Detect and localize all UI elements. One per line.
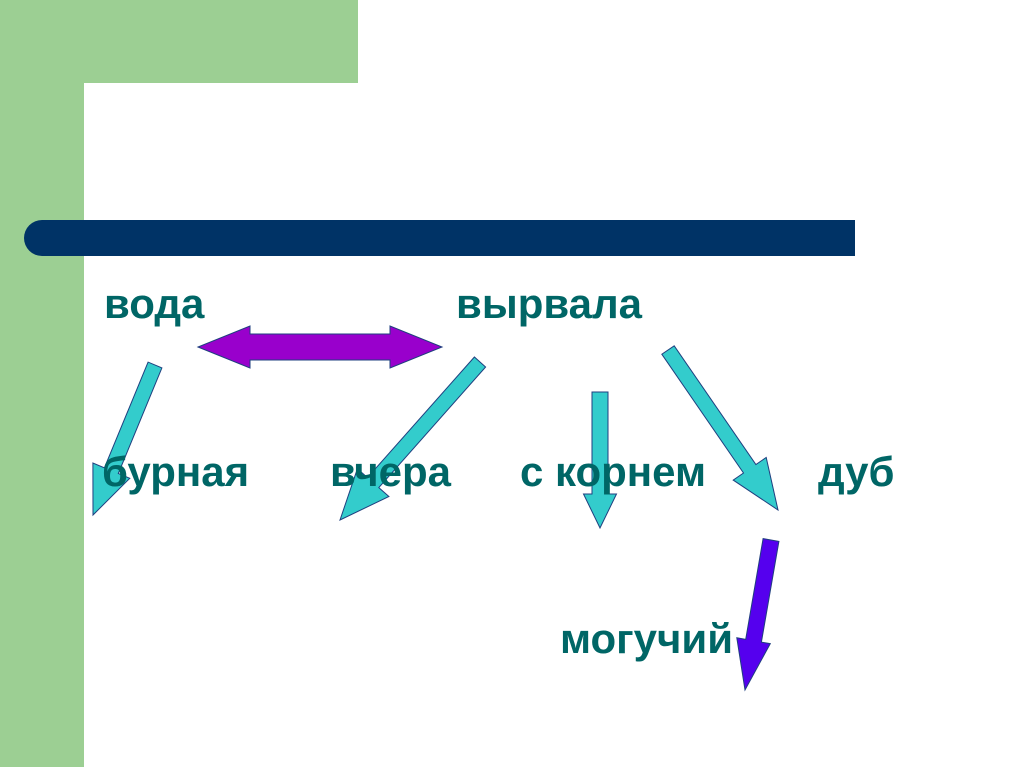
- arrow-down-right-icon: [661, 345, 779, 512]
- word-moguchiy: могучий: [560, 615, 734, 662]
- arrow-down-left-icon: [92, 361, 163, 517]
- arrow-down-left-icon: [339, 356, 487, 521]
- word-burnaya: бурная: [102, 448, 250, 495]
- top-green-block: [0, 0, 358, 83]
- word-dub: дуб: [818, 448, 895, 495]
- title-bar: [24, 220, 855, 256]
- word-s-kornem: с корнем: [520, 448, 707, 495]
- word-vyrvala: вырвала: [456, 280, 643, 327]
- sidebar-green-strip: [0, 0, 84, 767]
- word-voda: вода: [104, 280, 205, 327]
- arrow-down-purple-icon: [736, 538, 780, 692]
- double-arrow-icon: [196, 325, 444, 369]
- arrow-down-icon: [582, 391, 618, 530]
- word-vchera: вчера: [330, 448, 451, 495]
